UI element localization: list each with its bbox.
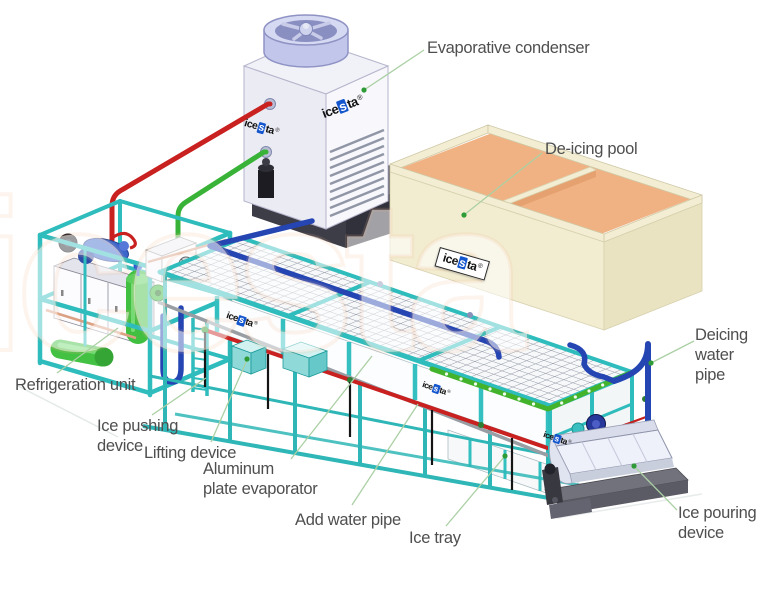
refrigeration-unit <box>37 199 233 398</box>
ice-pouring-device <box>542 419 689 519</box>
label-ice-pouring-device: Ice pouring device <box>678 504 757 543</box>
tray-motor <box>542 467 563 505</box>
label-ice-tray: Ice tray <box>409 529 461 547</box>
top-blue-pipe <box>207 218 502 360</box>
condenser-motor <box>258 158 274 198</box>
label-refrigeration-unit: Refrigeration unit <box>15 376 136 394</box>
label-add-water-pipe: Add water pipe <box>295 511 401 529</box>
label-ice-pushing-device: Ice pushing device <box>97 417 179 456</box>
pool-right-wall <box>603 202 703 331</box>
label-lifting-device: Lifting device <box>144 444 237 462</box>
condenser-fan <box>263 14 349 68</box>
label-deicing-pool: De-icing pool <box>545 140 638 158</box>
label-aluminum-plate-evaporator: Aluminum plate evaporator <box>203 460 318 499</box>
deicing-spray-pipe <box>429 366 633 412</box>
label-deicing-water-pipe: Deicing water pipe <box>695 326 748 385</box>
label-evaporative-condenser: Evaporative condenser <box>427 39 590 57</box>
floor-lines <box>17 385 703 519</box>
condenser-louvers <box>329 128 385 218</box>
